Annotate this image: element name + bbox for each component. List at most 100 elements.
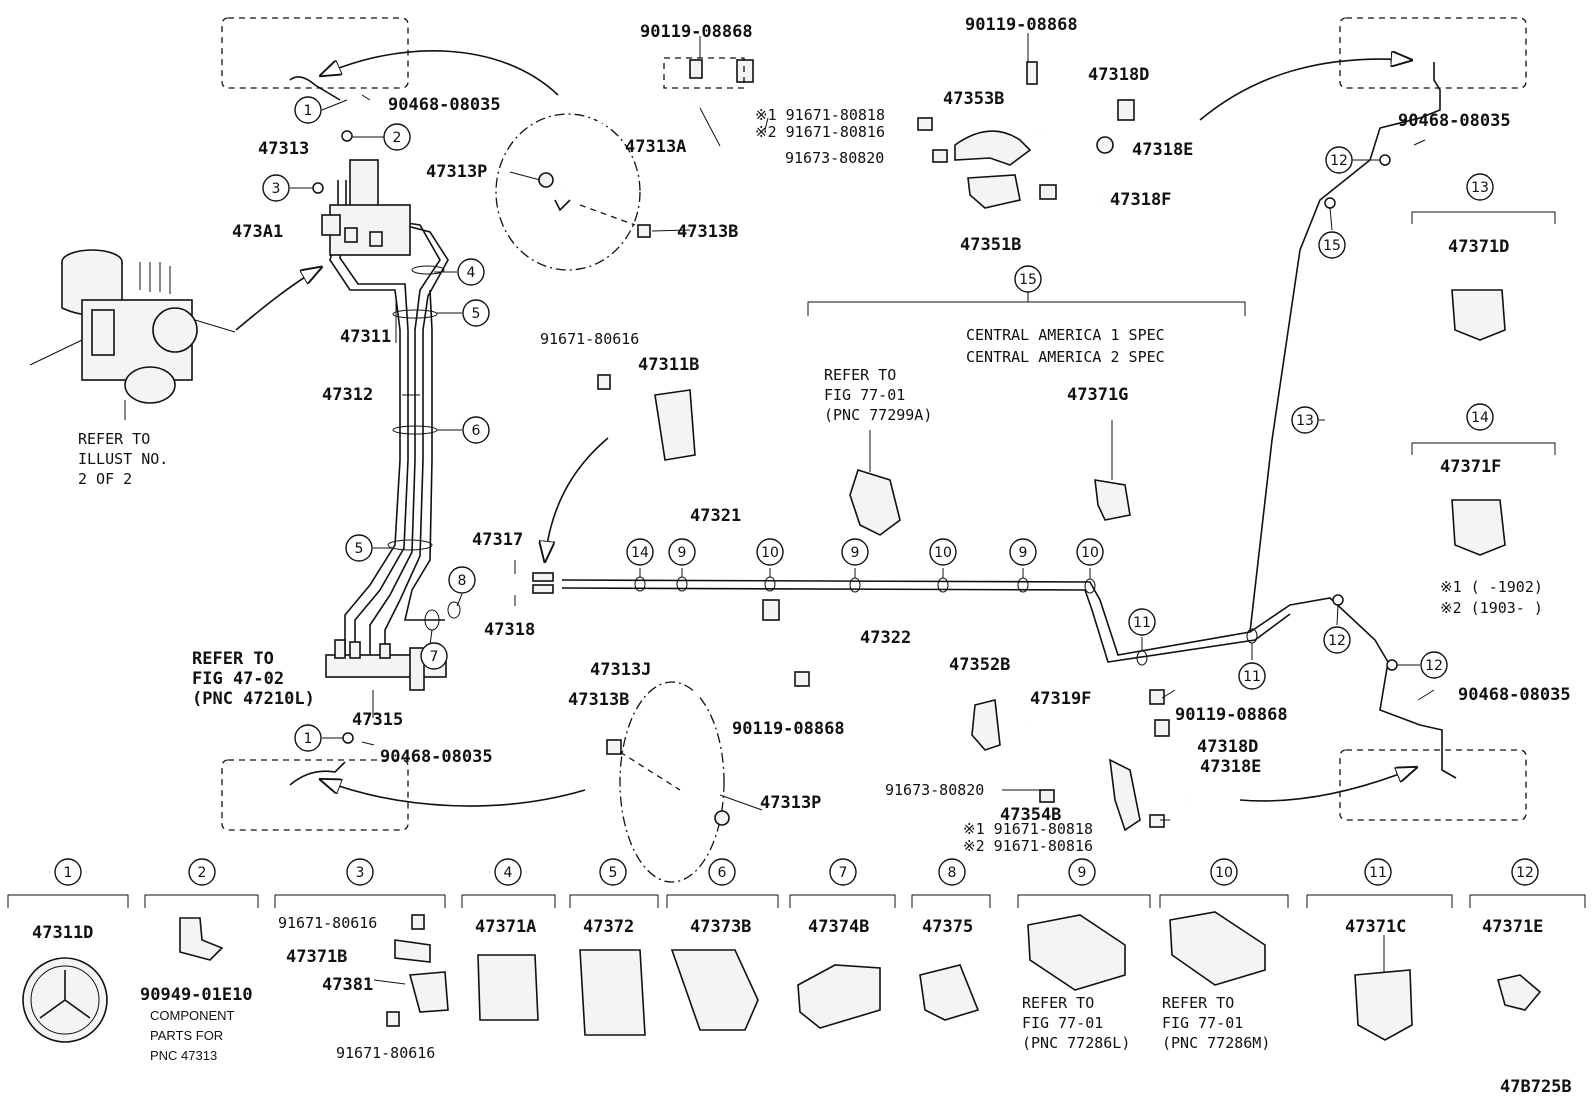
label-refer-47210l-1: REFER TO	[192, 649, 274, 669]
legend-component-parts-1: COMPONENT	[150, 1008, 235, 1023]
label-note-2: ※2 (1903- )	[1440, 599, 1543, 617]
label-90468-08035-bottom-right: 90468-08035	[1458, 685, 1571, 705]
callout-14: 14	[626, 538, 654, 566]
callout-number: 10	[1215, 865, 1233, 881]
callout-circle	[262, 174, 290, 202]
callout-number: 4	[504, 865, 513, 881]
label-47318d-bottom: 47318D	[1197, 737, 1258, 757]
callout-number: 1	[304, 731, 313, 747]
label-91671-80816-bottom: ※2 91671-80816	[963, 837, 1093, 855]
legend-brackets	[7, 211, 1586, 908]
flexible-hose-bottom	[606, 599, 810, 883]
callout-10: 10	[929, 538, 957, 566]
callout-12: 12	[1420, 651, 1448, 679]
callout-number: 9	[851, 545, 860, 561]
label-47313: 47313	[258, 139, 309, 159]
callout-circle	[494, 858, 522, 886]
callout-2: 2	[383, 123, 411, 151]
tube-end-bottom-right	[1419, 724, 1457, 779]
callout-8: 8	[938, 858, 966, 886]
callout-circle	[1325, 146, 1353, 174]
callout-number: 3	[356, 865, 365, 881]
callout-circle	[929, 538, 957, 566]
callout-circle	[457, 258, 485, 286]
label-47313b-bottom: 47313B	[568, 690, 629, 710]
callout-3: 3	[262, 174, 290, 202]
flow-arrow-actuator	[235, 268, 320, 331]
callout-9: 9	[841, 538, 869, 566]
callout-number: 12	[1425, 658, 1443, 674]
legend-component-parts-3: PNC 47313	[150, 1048, 217, 1063]
flexible-hose-top	[495, 57, 754, 271]
callout-7: 7	[420, 642, 448, 670]
callout-number: 5	[472, 306, 481, 322]
callout-circle	[1068, 858, 1096, 886]
label-note-1: ※1 ( -1902)	[1440, 578, 1543, 596]
callout-number: 10	[934, 545, 952, 561]
connection-box-top-right	[1339, 17, 1527, 89]
callout-circle	[188, 858, 216, 886]
callout-circle	[1323, 626, 1351, 654]
legend-label-47373b: 47373B	[690, 917, 751, 937]
legend-label-91671-80616-a: 91671-80616	[278, 914, 377, 932]
callout-1: 1	[54, 858, 82, 886]
callout-number: 7	[839, 865, 848, 881]
callout-circle	[1014, 265, 1042, 293]
label-central-america-2: CENTRAL AMERICA 2 SPEC	[966, 348, 1165, 366]
label-47321: 47321	[690, 506, 741, 526]
label-47313a: 47313A	[625, 137, 686, 157]
callout-circle	[1009, 538, 1037, 566]
legend-ref9-2: FIG 77-01	[1022, 1014, 1103, 1032]
legend-ref9-1: REFER TO	[1022, 994, 1094, 1012]
callout-circle	[1364, 858, 1392, 886]
label-47353b: 47353B	[943, 89, 1004, 109]
label-47352b: 47352B	[949, 655, 1010, 675]
callout-circle	[345, 534, 373, 562]
callout-number: 1	[64, 865, 73, 881]
callout-14: 14	[1466, 403, 1494, 431]
callout-12: 12	[1325, 146, 1353, 174]
callout-15: 15	[1014, 265, 1042, 293]
label-47371g: 47371G	[1067, 385, 1128, 405]
label-90468-08035-top-right: 90468-08035	[1398, 111, 1511, 131]
label-refer-illust-2: ILLUST NO.	[78, 450, 168, 468]
callout-number: 8	[458, 573, 467, 589]
label-refer-47210l-2: FIG 47-02	[192, 669, 284, 689]
callout-circle	[756, 538, 784, 566]
label-refer-77299a-1: REFER TO	[824, 366, 896, 384]
tube-end-top-right	[1419, 62, 1441, 119]
legend-label-47375: 47375	[922, 917, 973, 937]
callout-11: 11	[1128, 608, 1156, 636]
callout-circle	[599, 858, 627, 886]
bracket-47311b-illustration	[597, 374, 696, 461]
callout-10: 10	[1210, 858, 1238, 886]
callout-circle	[938, 858, 966, 886]
label-90119-08868-top: 90119-08868	[640, 22, 753, 42]
connection-box-bottom-right	[1339, 749, 1527, 821]
callout-2: 2	[188, 858, 216, 886]
clip-47371g-illustration	[1094, 479, 1131, 521]
callout-circle	[1511, 858, 1539, 886]
label-central-america-1: CENTRAL AMERICA 1 SPEC	[966, 326, 1165, 344]
callout-12: 12	[1323, 626, 1351, 654]
callout-number: 13	[1296, 413, 1314, 429]
label-91673-80820-top: 91673-80820	[785, 149, 884, 167]
label-47313j: 47313J	[590, 660, 651, 680]
callout-circle	[1318, 231, 1346, 259]
callout-7: 7	[829, 858, 857, 886]
label-47351b: 47351B	[960, 235, 1021, 255]
label-90468-08035-bottom-left: 90468-08035	[380, 747, 493, 767]
callout-circle	[346, 858, 374, 886]
legend-ref10-2: FIG 77-01	[1162, 1014, 1243, 1032]
legend-ref10-3: (PNC 77286M)	[1162, 1034, 1270, 1052]
flow-arrow-bottom-right	[1239, 768, 1415, 802]
label-47318e-top: 47318E	[1132, 140, 1193, 160]
label-90119-08868-top-right: 90119-08868	[965, 15, 1078, 35]
tube-end-top-left	[289, 76, 341, 101]
flexible-hose-top-right	[917, 61, 1135, 213]
callout-circle	[294, 724, 322, 752]
callout-5: 5	[599, 858, 627, 886]
